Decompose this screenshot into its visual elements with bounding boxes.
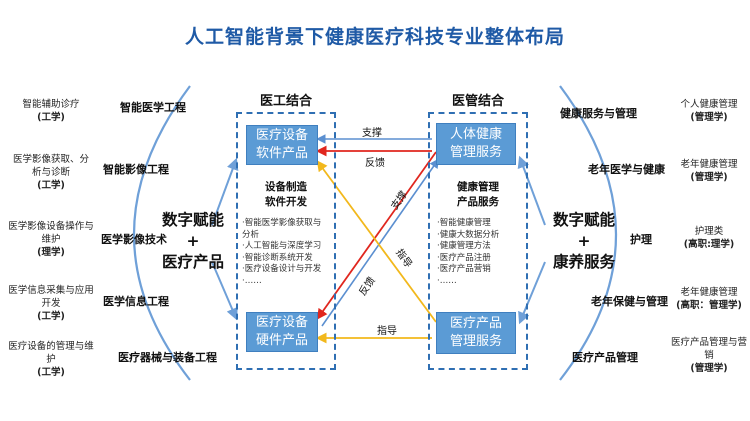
right-far-item: 个人健康管理(管理学) bbox=[680, 99, 738, 123]
diag-blue-arrow bbox=[321, 158, 440, 327]
left-arrow-up bbox=[211, 157, 239, 226]
right-arrow-up bbox=[517, 155, 546, 226]
right-far-item: 老年健康管理(高职：管理学) bbox=[676, 287, 742, 311]
panel-right-subhead: 健康管理产品服务 bbox=[457, 181, 499, 208]
right-center-label: 数字赋能 + 康养服务 bbox=[552, 211, 615, 271]
left-arc-label: 医学影像技术 bbox=[101, 233, 167, 246]
right-arc bbox=[559, 85, 617, 381]
box-software-product: 医疗设备软件产品 bbox=[246, 125, 318, 165]
panel-left-subhead: 设备制造软件开发 bbox=[265, 181, 307, 208]
left-arc-label: 医学信息工程 bbox=[103, 295, 169, 308]
right-arc-label: 护理 bbox=[630, 233, 652, 246]
panel-left-title: 医工结合 bbox=[259, 94, 312, 109]
right-arc-label: 健康服务与管理 bbox=[560, 107, 637, 120]
panel-left-list: ·智能医学影像获取与 分析 ·人工智能与深度学习 ·智能诊断系统开发 ·医疗设备… bbox=[242, 218, 322, 286]
left-arc-label: 智能影像工程 bbox=[103, 163, 169, 176]
left-far-item: 智能辅助诊疗(工学) bbox=[22, 99, 80, 123]
left-center-label: 数字赋能 + 医疗产品 bbox=[161, 211, 224, 271]
page-title: 人工智能背景下健康医疗科技专业整体布局 bbox=[184, 26, 565, 48]
panel-right-title: 医管结合 bbox=[451, 94, 504, 109]
diag-yellow-arrow bbox=[316, 160, 437, 323]
left-far-item: 医学影像设备操作与维护(理学) bbox=[8, 221, 94, 258]
arrow-label-top-support: 支撑 bbox=[362, 128, 382, 139]
panel-left bbox=[236, 112, 336, 370]
arrow-label-bottom-guide: 指导 bbox=[377, 326, 397, 337]
right-arc-label: 老年医学与健康 bbox=[588, 163, 665, 176]
panel-right-list: ·智能健康管理 ·健康大数据分析 ·健康管理方法 ·医疗产品注册 ·医疗产品营销… bbox=[437, 218, 500, 286]
left-arc bbox=[133, 85, 191, 381]
left-arc-label: 智能医学工程 bbox=[120, 101, 186, 114]
diag-red-arrow bbox=[316, 151, 437, 320]
right-far-item: 老年健康管理(管理学) bbox=[680, 159, 738, 183]
left-far-item: 医学影像获取、分析与诊断(工学) bbox=[12, 154, 89, 191]
right-arrow-down bbox=[518, 261, 546, 325]
right-far-item: 护理类(高职:理学) bbox=[683, 226, 735, 250]
left-far-item: 医疗设备的管理与维护(工学) bbox=[8, 341, 94, 378]
box-hardware-product: 医疗设备硬件产品 bbox=[246, 312, 318, 352]
left-arrow-down bbox=[211, 261, 238, 321]
right-arc-label: 老年保健与管理 bbox=[591, 295, 668, 308]
arrow-label-top-feedback: 反馈 bbox=[365, 158, 385, 169]
right-arc-label: 医疗产品管理 bbox=[572, 351, 638, 364]
box-health-management: 人体健康管理服务 bbox=[436, 123, 516, 165]
panel-right bbox=[428, 112, 528, 370]
left-arc-label: 医疗器械与装备工程 bbox=[118, 351, 217, 364]
box-product-management: 医疗产品管理服务 bbox=[436, 312, 516, 354]
right-far-item: 医疗产品管理与营销(管理学) bbox=[670, 337, 747, 374]
left-far-item: 医学信息采集与应用开发(工学) bbox=[8, 285, 94, 322]
